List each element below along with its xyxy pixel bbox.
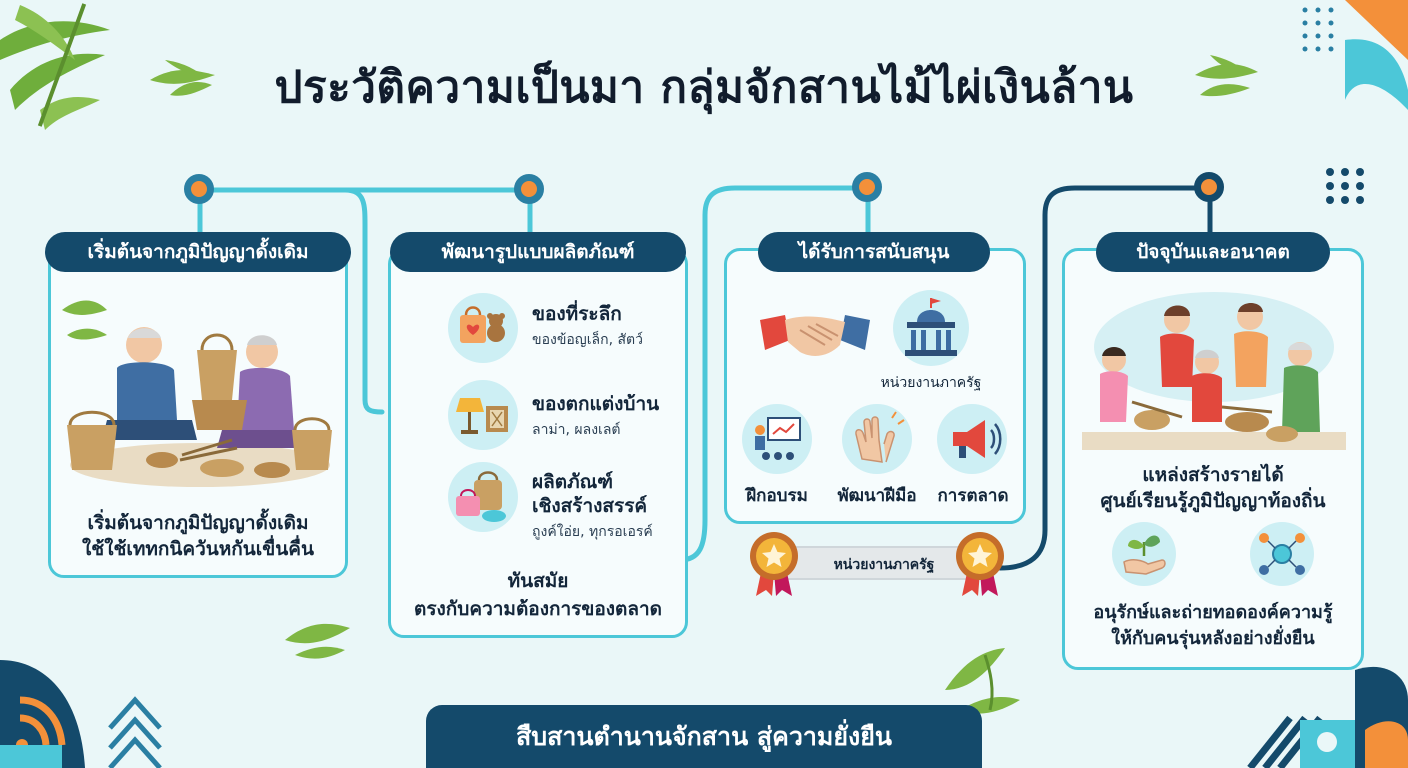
plant-in-hand-icon [1112,522,1176,586]
product-item-title-souvenir: ของที่ระลึก [532,303,622,325]
products-caption-line1: ทันสมัย [507,570,569,592]
product-item-subtitle-creative: ถูงค์ใอ่ย, ทุกรอเอรค์ [532,524,653,540]
training-board-icon [742,404,812,474]
future-caption-line4: ให้กับคนรุ่นหลังอย่างยั่งยืน [1111,628,1315,649]
elders-weaving-illustration [62,300,332,487]
support-item-marketing: การตลาด [937,486,1009,506]
basket-bag-icon [448,462,518,532]
community-weaving-illustration [1082,292,1346,450]
timeline-node-1 [184,174,214,204]
bamboo-leaves-icon [0,3,110,130]
gov-agency-label: หน่วยงานภาครัฐ [880,375,982,391]
products-caption-line2: ตรงกับความต้องการของตลาด [413,598,663,620]
timeline-node-3 [852,172,882,202]
lamp-frame-icon [448,380,518,450]
gov-ribbon-label: หน่วยงานภาครัฐ [833,557,935,573]
product-item-subtitle-souvenir: ของข้อญเล็ก, สัตว์ [532,332,643,348]
government-building-icon [893,290,969,366]
section-header-support: ได้รับการสนับสนุน [758,232,990,272]
product-item-title-creative: ผลิตภัณฑ์ [532,471,614,493]
future-caption-line1: แหล่งสร้างรายได้ [1142,464,1284,486]
page-title: ประวัติความเป็นมา กลุ่มจักสานไม้ไผ่เงินล… [274,62,1134,113]
knowledge-network-icon [1250,522,1314,586]
timeline-node-2 [514,174,544,204]
clapping-hands-icon [842,404,912,474]
origin-caption-line2: ใช้ใช้เททกนิควันหกันเขื่นคื่น [82,538,314,560]
support-item-skill: พัฒนาฝีมือ [837,486,917,506]
section-card-products [388,248,688,638]
timeline-node-4 [1194,172,1224,202]
future-caption-line2: ศูนย์เรียนรู้ภูมิปัญญาท้องถิ่น [1100,490,1326,512]
footer-banner: สืบสานตำนานจักสาน สู่ความยั่งยืน [426,705,982,768]
origin-caption-line1: เริ่มต้นจากภูมิปัญญาดั้งเดิม [87,512,309,534]
gift-bag-teddy-icon [448,293,518,363]
section-card-support [724,248,1026,524]
future-caption-line3: อนุรักษ์และถ่ายทอดองค์ความรู้ [1093,602,1333,623]
medal-icon-2 [956,532,1004,596]
support-item-training: ฝึกอบรม [746,486,808,506]
handshake-icon [760,315,870,356]
product-item-title-decor: ของตกแต่งบ้าน [532,393,660,415]
section-header-products: พัฒนารูปแบบผลิตภัณฑ์ [390,232,686,272]
section-header-future: ปัจจุบันและอนาคต [1096,232,1330,272]
medal-icon [750,532,798,596]
section-header-origin: เริ่มต้นจากภูมิปัญญาดั้งเดิม [45,232,351,272]
megaphone-icon [937,404,1007,474]
product-item-subtitle-decor: ลาม่า, ผลงเลต์ [532,422,621,438]
product-item-title-creative-2: เชิงสร้างสรรค์ [532,495,648,517]
